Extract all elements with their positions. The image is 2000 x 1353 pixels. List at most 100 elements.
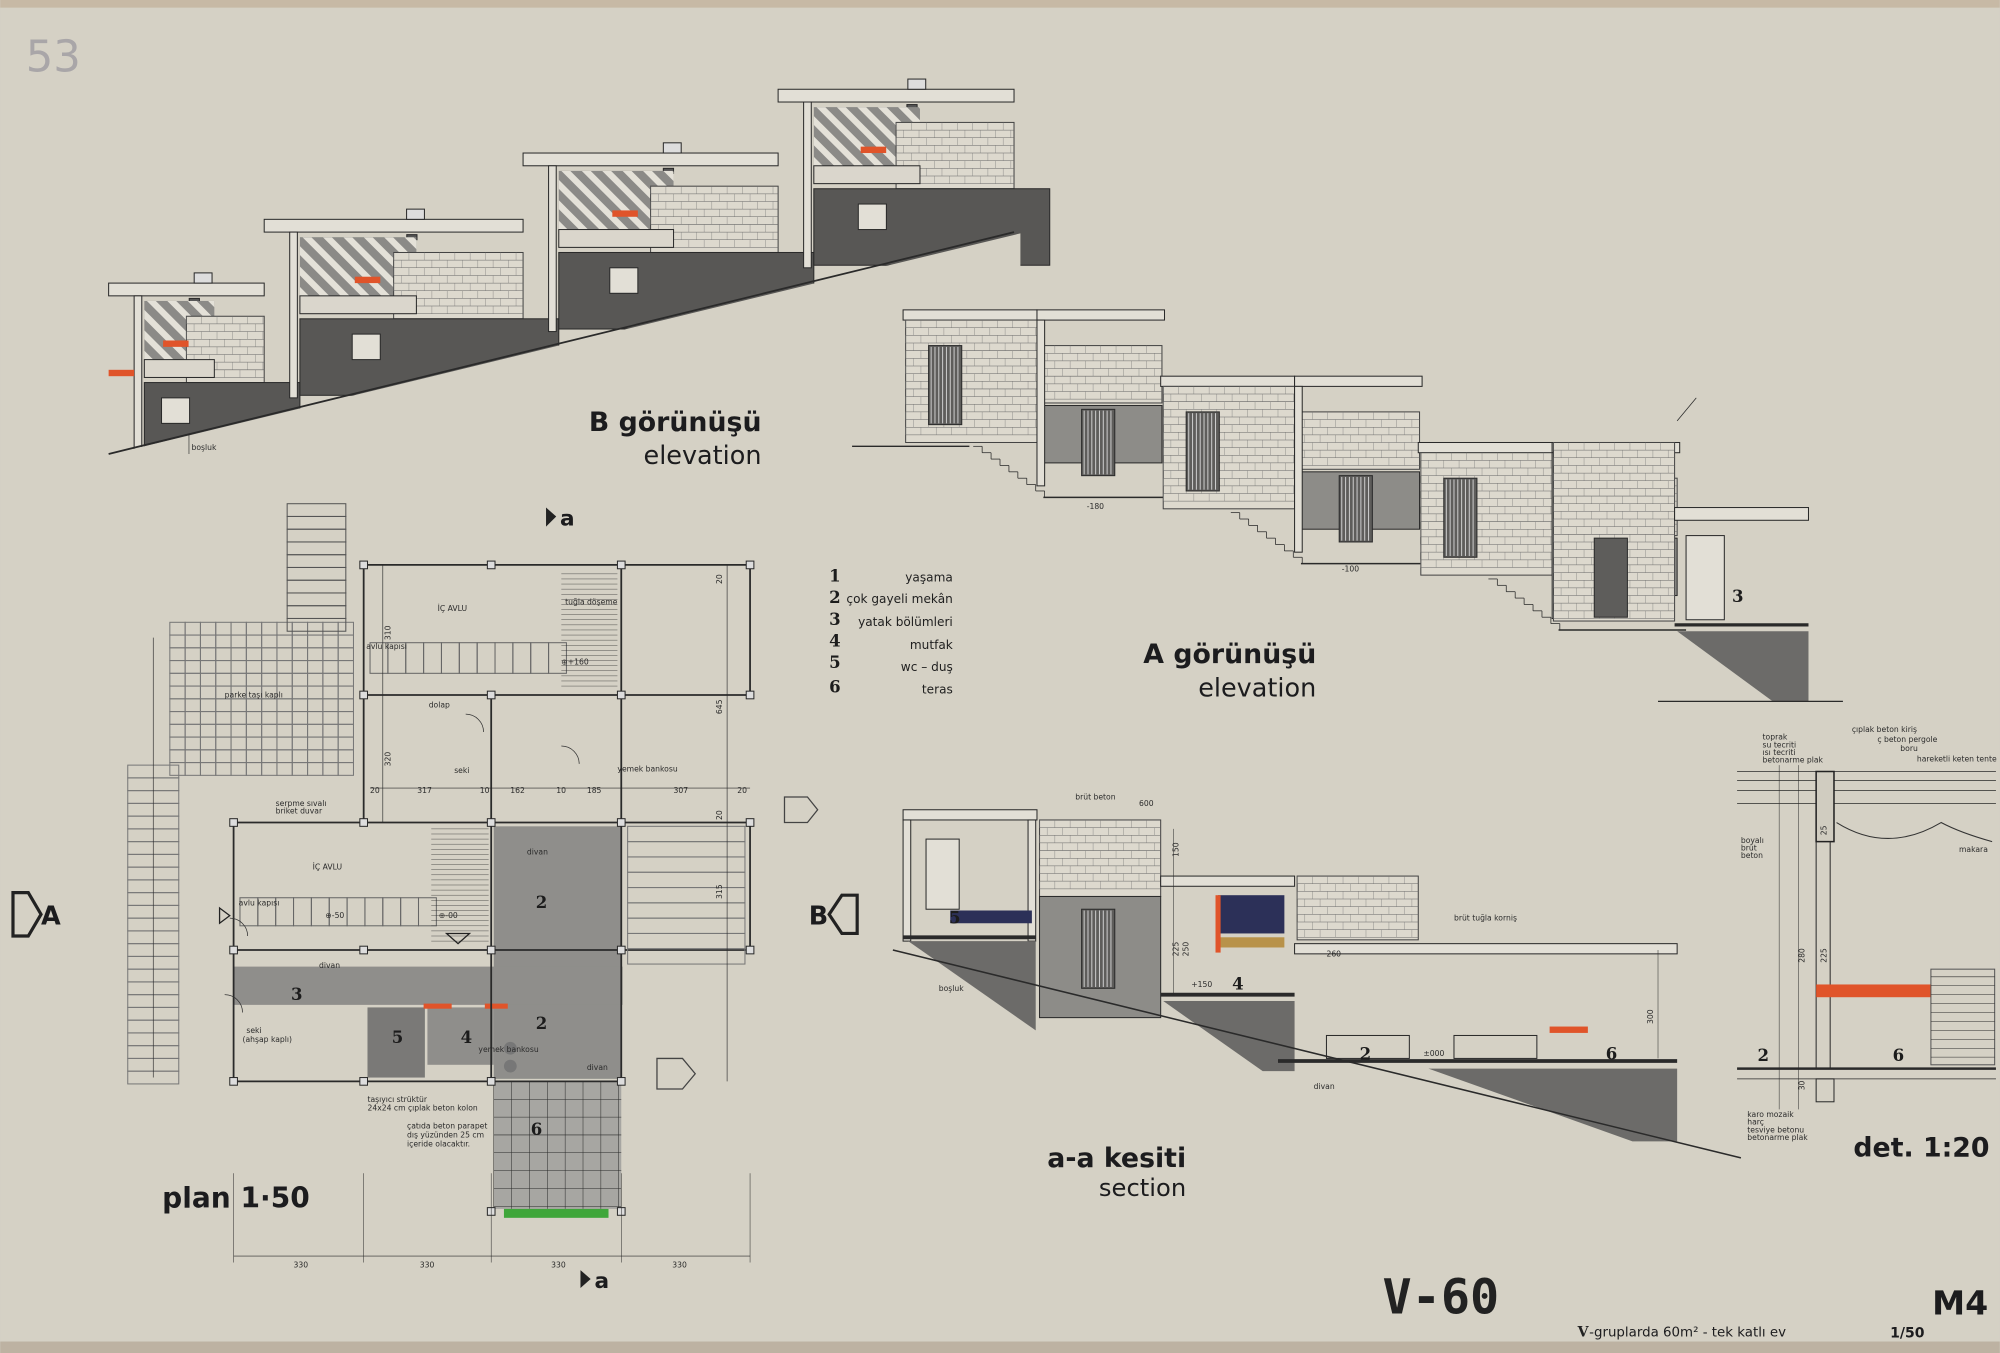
section-subtitle: section <box>1099 1174 1186 1202</box>
dim-320: 320 <box>383 752 392 767</box>
detail-drawing <box>1737 765 1996 1110</box>
dim-150: 150 <box>1172 842 1181 857</box>
label-boyali: boyalı <box>1741 836 1764 845</box>
label-brut-tugla: brüt tuğla korniş <box>1454 914 1517 923</box>
section-room-6: 6 <box>1606 1044 1618 1064</box>
window-shutter-icon <box>1081 408 1116 477</box>
legend-label-3: yatak bölümleri <box>858 615 953 629</box>
roof-slab <box>108 282 265 297</box>
window-shutter-icon <box>1443 477 1478 558</box>
brick-wall <box>1420 452 1553 576</box>
label-boru: boru <box>1900 744 1918 753</box>
plan-room-4: 4 <box>461 1027 473 1047</box>
label-level-160: ⊕+160 <box>561 657 589 666</box>
shutter-frame <box>1338 475 1373 543</box>
elevation-a-subtitle: elevation <box>1198 673 1316 703</box>
detail-room-2: 2 <box>1757 1045 1769 1065</box>
legend-label-6: teras <box>922 683 953 697</box>
plan-room-2b: 2 <box>536 1013 548 1033</box>
detail-title: det. 1:20 <box>1853 1133 1989 1164</box>
column-24x24 <box>616 1077 626 1086</box>
dark-ground <box>1163 1001 1295 1072</box>
sheet-scale: 1/50 <box>1890 1326 1925 1342</box>
elevation-b-subtitle: elevation <box>644 441 762 471</box>
stripe <box>813 156 823 166</box>
elevation-b-unit <box>522 142 815 333</box>
elevation-a-room-3: 3 <box>1732 586 1744 606</box>
plan-labels: İÇ AVLU tuğla döşeme avlu kapısı ⊕+160 d… <box>225 574 747 1269</box>
label-tesviye-betonu: tesviye betonu <box>1747 1125 1804 1134</box>
label-ic-avlu-1: İÇ AVLU <box>438 604 467 613</box>
dim-330-d: 330 <box>672 1261 687 1270</box>
label-level-50: ⊕-50 <box>325 911 344 920</box>
chimney <box>193 272 213 284</box>
furniture <box>1930 968 1996 1066</box>
legend-number-6: 6 <box>829 676 841 696</box>
pencil-sheet-number: 53 <box>26 32 81 82</box>
plan-arrow-a-label: A <box>41 902 61 932</box>
paper-edge-top <box>0 0 2000 8</box>
elevation-a-level-100: -100 <box>1342 564 1359 573</box>
brick-wall-face <box>1296 875 1419 941</box>
cabinet-navy <box>1218 895 1285 934</box>
label-yemek-bankosu-2: yemek bankosu <box>478 1045 538 1054</box>
divan <box>1325 1034 1410 1059</box>
label-parapet-1: çatıda beton parapet <box>407 1122 487 1131</box>
dim-225: 225 <box>1172 942 1181 957</box>
label-bosluk: boşluk <box>939 984 964 993</box>
red-accent-bar <box>1215 895 1221 953</box>
column-24x24 <box>486 1077 496 1086</box>
dim-10-a: 10 <box>480 786 490 795</box>
elevation-a-drawing <box>852 309 1843 703</box>
dim-25: 25 <box>1819 825 1828 835</box>
shutter-frame <box>1185 411 1220 492</box>
label-brut-beton: brüt beton <box>1075 793 1115 802</box>
entry-arrow-icon <box>218 906 231 925</box>
courtyard-tile <box>417 897 437 927</box>
cabinet-ochre <box>1218 937 1285 948</box>
elevation-a-end-unit <box>1552 441 1843 703</box>
ground-line <box>892 949 1742 1159</box>
section-arrow-a-icon <box>11 891 43 938</box>
dim-330-c: 330 <box>551 1261 566 1270</box>
plan-room-6: 6 <box>531 1119 543 1139</box>
label-karo-mozaik: karo mozaik <box>1747 1110 1794 1119</box>
stripe <box>836 107 905 166</box>
stripe <box>813 116 864 166</box>
label-briket: briket duvar <box>276 807 323 816</box>
paper-edge-bottom <box>0 1341 2000 1353</box>
elevation-a-unit <box>1160 375 1429 565</box>
column <box>1294 385 1303 553</box>
parapet-wall <box>143 359 215 378</box>
roof-slab <box>1294 375 1423 387</box>
stripe <box>208 300 215 308</box>
dim-315: 315 <box>715 884 724 899</box>
column-24x24 <box>486 945 496 955</box>
brick-wall <box>1296 875 1419 941</box>
column-24x24 <box>359 690 369 700</box>
label-betonarme-plak-1: betonarme plak <box>1763 756 1824 765</box>
section-arrow-b-label: B <box>809 902 828 932</box>
dim-260: 260 <box>1326 949 1341 958</box>
parapet-wall <box>299 295 417 315</box>
dark-ground <box>1428 1068 1678 1142</box>
label-isi-tecriti: ısı tecriti <box>1763 748 1796 757</box>
stool <box>503 1041 517 1055</box>
courtyard-tile <box>548 642 567 674</box>
red-accent-bar <box>354 276 381 284</box>
label-divan-2: divan <box>527 847 548 856</box>
legend-number-3: 3 <box>829 609 841 629</box>
dim-310: 310 <box>383 625 392 640</box>
concrete-beam <box>1815 770 1835 843</box>
label-parke: parke taşı kaplı <box>225 691 283 700</box>
chimney <box>406 208 425 220</box>
room-legend: 1 2 3 4 5 6 yaşama çok gayeli mekân yata… <box>829 565 953 696</box>
door-swing-icon <box>561 745 580 764</box>
legend-number-1: 1 <box>829 565 841 585</box>
window-shutter-icon <box>928 345 963 426</box>
subtitle-prefix: V <box>1577 1324 1590 1340</box>
door-swing-icon <box>229 917 249 937</box>
elevation-a-title: A görünüşü <box>1143 639 1316 670</box>
dim-10-b: 10 <box>556 786 566 795</box>
